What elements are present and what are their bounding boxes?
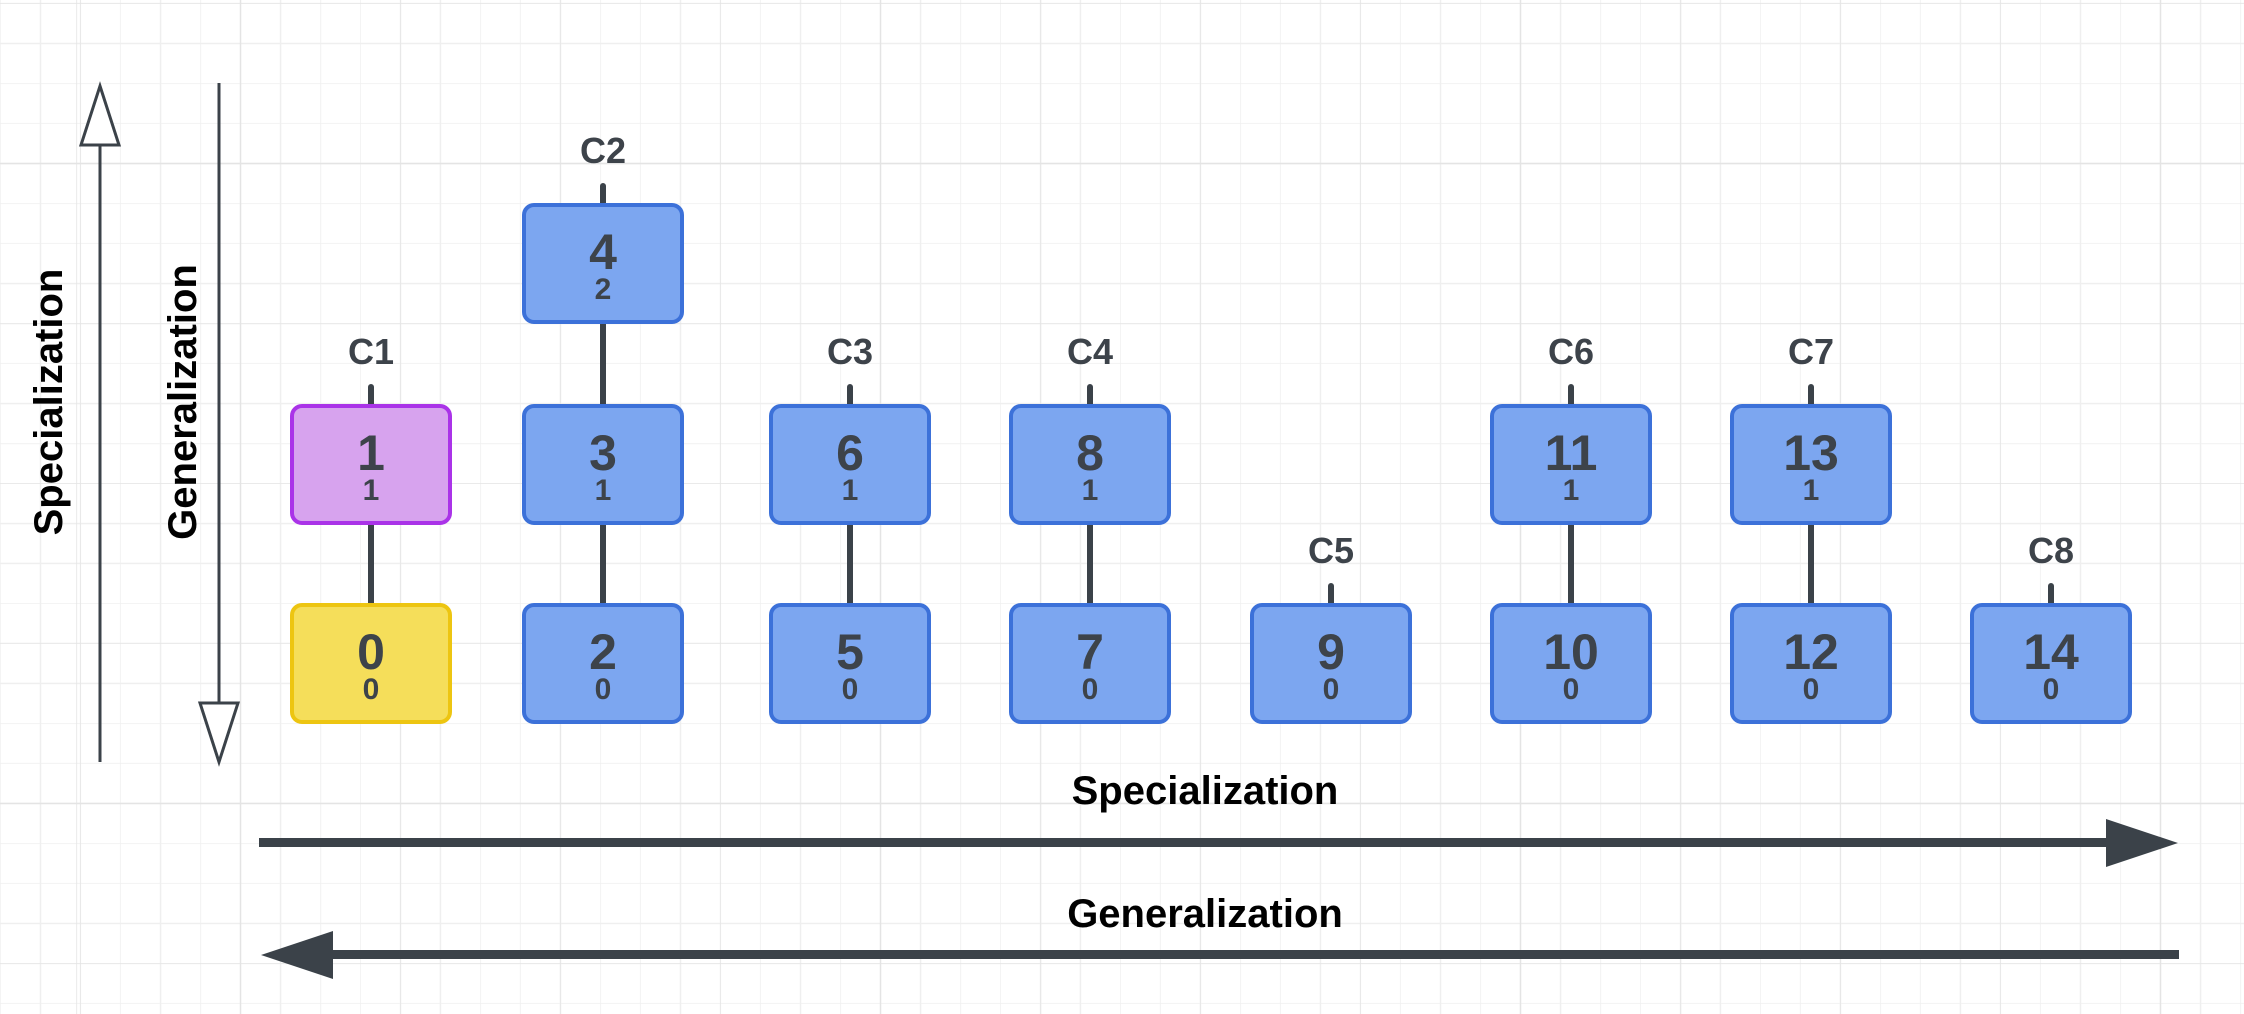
node-value: 11 [1544,424,1598,481]
node-value: 6 [836,424,864,481]
column-label: C3 [826,331,874,372]
bottom-specialization-arrow-shaft [259,838,2109,847]
node-connector-line [1087,521,1093,607]
node-level-value: 1 [1081,473,1099,507]
node-connector-line [1568,521,1574,607]
node-level-value: 0 [841,672,859,706]
node-value: 12 [1783,623,1839,680]
node-level-value: 0 [1802,672,1820,706]
node-level-value: 1 [1562,473,1580,507]
column-stub-line [1568,384,1574,408]
node-connector-line [847,521,853,607]
node-connector-line [600,521,606,607]
node-value: 4 [589,223,617,280]
node-level-value: 1 [1802,473,1820,507]
node-level-value: 0 [594,672,612,706]
bottom-generalization-label: Generalization [1067,892,1343,936]
node-connector-line [600,320,606,408]
column-stub-line [1328,583,1334,607]
bottom-specialization-label: Specialization [1071,769,1339,813]
node-value: 8 [1076,424,1104,481]
column-stub-line [2048,583,2054,607]
node-level-value: 1 [594,473,612,507]
column-label: C5 [1307,530,1355,571]
node-level-value: 0 [1081,672,1099,706]
node-level-value: 0 [1562,672,1580,706]
column-stub-line [600,183,606,207]
column-label: C7 [1787,331,1835,372]
node-level-value: 0 [362,672,380,706]
node-value: 0 [357,623,385,680]
column-label: C8 [2027,530,2075,571]
column-label: C6 [1547,331,1595,372]
node-value: 14 [2023,623,2079,680]
node-level-value: 0 [2042,672,2060,706]
node-level-value: 1 [841,473,859,507]
left-generalization-label: Generalization [161,264,205,540]
node-connector-line [368,521,374,607]
column-label: C4 [1066,331,1114,372]
right-arrow-icon [2106,819,2178,867]
node-value: 5 [836,623,864,680]
column-stub-line [1087,384,1093,408]
node-value: 3 [589,424,617,481]
column-stub-line [1808,384,1814,408]
up-arrow-icon [78,81,122,147]
node-value: 1 [357,424,385,481]
node-value: 13 [1783,424,1839,481]
node-value: 10 [1543,623,1599,680]
bottom-generalization-arrow-shaft [333,950,2179,959]
column-stub-line [847,384,853,408]
node-connector-line [1808,521,1814,607]
node-level-value: 2 [594,272,612,306]
left-specialization-label: Specialization [27,268,71,536]
column-label: C2 [579,130,627,171]
column-label: C1 [347,331,395,372]
node-value: 9 [1317,623,1345,680]
node-level-value: 0 [1322,672,1340,706]
node-value: 2 [589,623,617,680]
column-stub-line [368,384,374,408]
node-value: 7 [1076,623,1104,680]
down-arrow-icon [197,701,241,767]
left-arrow-icon [261,931,333,979]
node-level-value: 1 [362,473,380,507]
